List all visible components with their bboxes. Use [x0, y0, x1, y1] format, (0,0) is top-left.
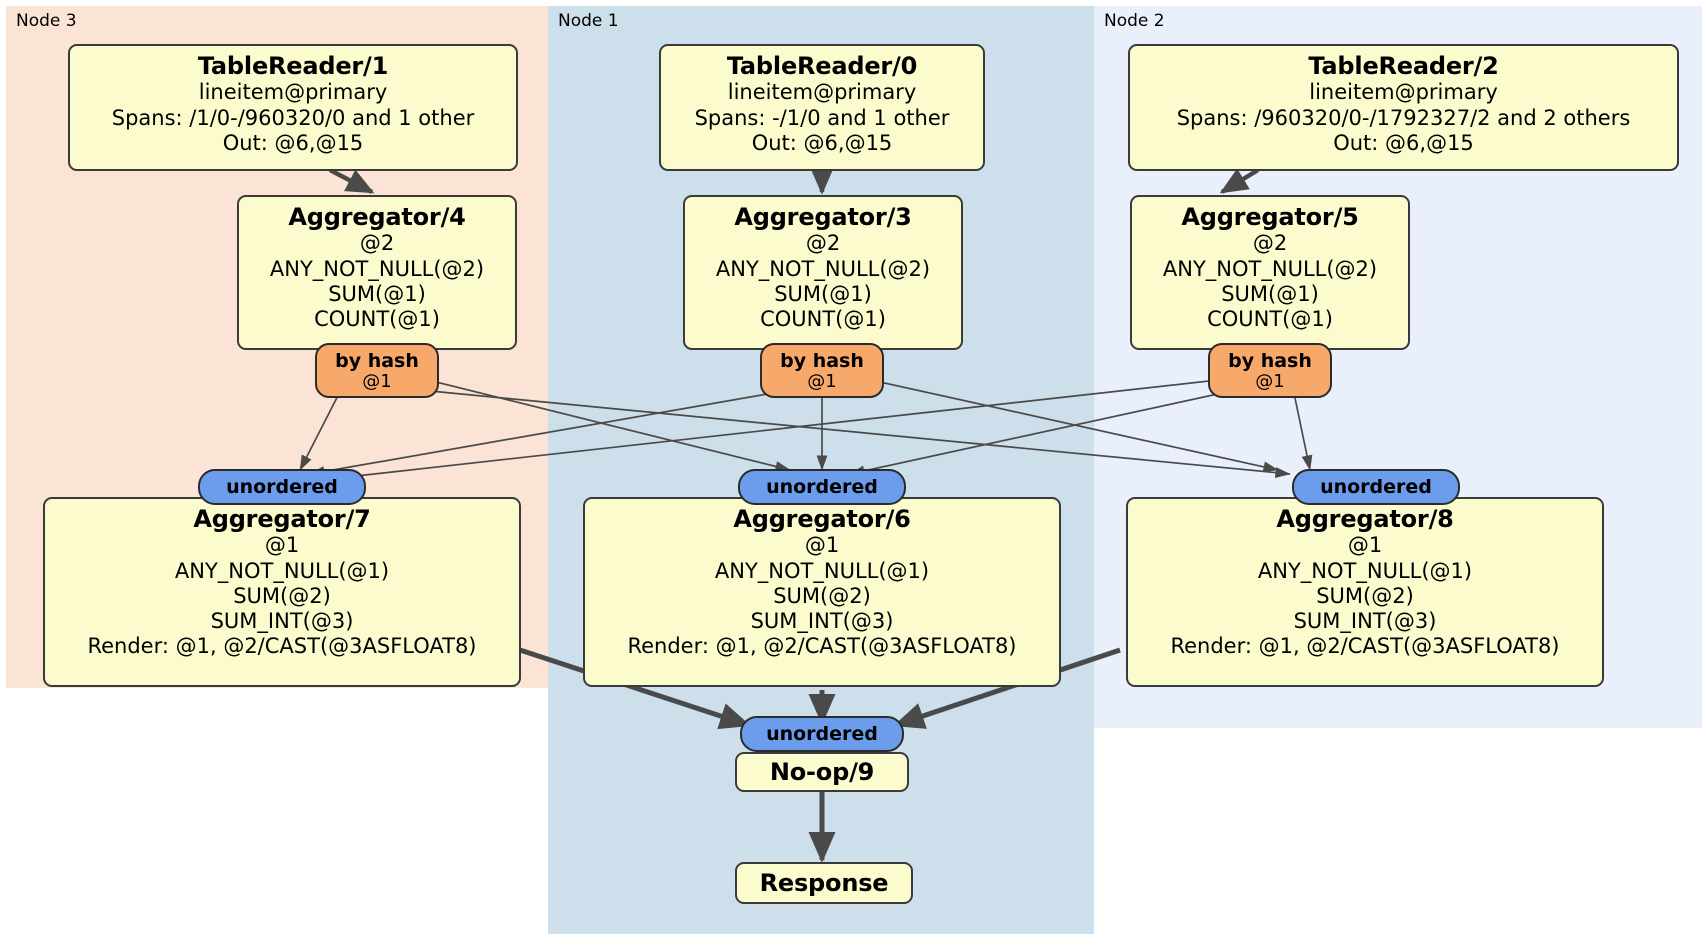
tablereader-1-line-1: Spans: /1/0-/960320/0 and 1 other: [111, 105, 475, 130]
tablereader-1-line-2: Out: @6,@15: [222, 130, 364, 155]
router-unordered-final[interactable]: unordered: [740, 716, 904, 752]
processor-response[interactable]: Response: [735, 862, 913, 904]
edge-aggregator8-unorderedfinal: [893, 647, 1121, 729]
processor-aggregator-5[interactable]: Aggregator/5 @2 ANY_NOT_NULL(@2) SUM(@1)…: [1130, 195, 1410, 350]
aggregator-7-line-4: Render: @1, @2/CAST(@3ASFLOAT8): [87, 634, 477, 659]
tablereader-2-line-2: Out: @6,@15: [1333, 130, 1474, 155]
aggregator-8-line-2: SUM(@2): [1316, 583, 1414, 608]
processor-aggregator-6[interactable]: Aggregator/6 @1 ANY_NOT_NULL(@1) SUM(@2)…: [583, 497, 1061, 687]
router-hash-left[interactable]: by hash @1: [315, 343, 439, 398]
aggregator-5-line-0: @2: [1252, 231, 1288, 256]
tablereader-0-title: TableReader/0: [726, 52, 918, 80]
aggregator-7-line-3: SUM_INT(@3): [210, 608, 354, 633]
aggregator-6-title: Aggregator/6: [733, 505, 911, 533]
aggregator-4-line-3: COUNT(@1): [314, 306, 440, 331]
tablereader-2-title: TableReader/2: [1308, 52, 1499, 80]
router-hash-left-sub: @1: [362, 371, 392, 393]
tablereader-0-line-0: lineitem@primary: [727, 80, 917, 105]
aggregator-7-line-2: SUM(@2): [233, 583, 331, 608]
edge-hashright-unorderedcenter: [849, 389, 1237, 477]
aggregator-6-line-0: @1: [804, 533, 840, 558]
router-hash-center-sub: @1: [807, 371, 837, 393]
tablereader-1-title: TableReader/1: [197, 52, 389, 80]
panel-label-node-2: Node 2: [1104, 11, 1165, 31]
aggregator-7-line-1: ANY_NOT_NULL(@1): [174, 558, 390, 583]
aggregator-3-line-0: @2: [805, 231, 841, 256]
aggregator-4-title: Aggregator/4: [288, 203, 466, 231]
edge-aggregator7-unorderedfinal: [519, 647, 751, 730]
aggregator-5-line-1: ANY_NOT_NULL(@2): [1162, 256, 1378, 281]
processor-aggregator-4[interactable]: Aggregator/4 @2 ANY_NOT_NULL(@2) SUM(@1)…: [237, 195, 517, 350]
processor-aggregator-3[interactable]: Aggregator/3 @2 ANY_NOT_NULL(@2) SUM(@1)…: [683, 195, 963, 350]
aggregator-4-line-1: ANY_NOT_NULL(@2): [269, 256, 485, 281]
edge-hashleft-unorderedcenter: [419, 377, 791, 472]
router-unordered-left-title: unordered: [226, 475, 338, 498]
edge-tablereader1-aggregator4: [328, 168, 375, 194]
processor-tablereader-2[interactable]: TableReader/2 lineitem@primary Spans: /9…: [1128, 44, 1679, 171]
tablereader-1-line-0: lineitem@primary: [198, 80, 388, 105]
router-unordered-center-title: unordered: [766, 475, 878, 498]
aggregator-8-line-3: SUM_INT(@3): [1293, 608, 1437, 633]
processor-noop-9[interactable]: No-op/9: [735, 752, 909, 792]
router-hash-left-title: by hash: [335, 350, 419, 372]
aggregator-3-line-3: COUNT(@1): [760, 306, 886, 331]
tablereader-2-line-1: Spans: /960320/0-/1792327/2 and 2 others: [1176, 105, 1631, 130]
aggregator-6-line-1: ANY_NOT_NULL(@1): [714, 558, 930, 583]
edge-hashcenter-unorderedright: [861, 377, 1279, 473]
aggregator-8-line-4: Render: @1, @2/CAST(@3ASFLOAT8): [1170, 634, 1560, 659]
aggregator-6-line-4: Render: @1, @2/CAST(@3ASFLOAT8): [627, 634, 1017, 659]
aggregator-3-title: Aggregator/3: [734, 203, 912, 231]
router-unordered-center[interactable]: unordered: [738, 469, 906, 505]
edge-hashcenter-unorderedleft: [309, 389, 791, 477]
aggregator-4-line-2: SUM(@1): [328, 281, 426, 306]
noop-9-title: No-op/9: [769, 757, 875, 786]
aggregator-8-line-0: @1: [1347, 533, 1383, 558]
response-title: Response: [759, 868, 889, 897]
router-hash-right-title: by hash: [1228, 350, 1312, 372]
tablereader-0-line-1: Spans: -/1/0 and 1 other: [694, 105, 950, 130]
tablereader-0-line-2: Out: @6,@15: [751, 130, 893, 155]
processor-aggregator-8[interactable]: Aggregator/8 @1 ANY_NOT_NULL(@1) SUM(@2)…: [1126, 497, 1604, 687]
aggregator-6-line-3: SUM_INT(@3): [750, 608, 894, 633]
router-unordered-right[interactable]: unordered: [1292, 469, 1460, 505]
processor-tablereader-0[interactable]: TableReader/0 lineitem@primary Spans: -/…: [659, 44, 985, 171]
aggregator-4-line-0: @2: [359, 231, 395, 256]
router-unordered-left[interactable]: unordered: [198, 469, 366, 505]
aggregator-3-line-1: ANY_NOT_NULL(@2): [715, 256, 931, 281]
router-hash-center-title: by hash: [780, 350, 864, 372]
router-unordered-right-title: unordered: [1320, 475, 1432, 498]
processor-aggregator-7[interactable]: Aggregator/7 @1 ANY_NOT_NULL(@1) SUM(@2)…: [43, 497, 521, 687]
aggregator-5-title: Aggregator/5: [1181, 203, 1359, 231]
tablereader-2-line-0: lineitem@primary: [1309, 80, 1498, 105]
aggregator-5-line-2: SUM(@1): [1221, 281, 1319, 306]
router-hash-right[interactable]: by hash @1: [1208, 343, 1332, 398]
aggregator-7-title: Aggregator/7: [193, 505, 371, 533]
processor-tablereader-1[interactable]: TableReader/1 lineitem@primary Spans: /1…: [68, 44, 518, 171]
edge-hashleft-unorderedright: [419, 389, 1291, 479]
router-hash-right-sub: @1: [1255, 371, 1285, 393]
edge-tablereader2-aggregator5: [1219, 168, 1260, 194]
panel-label-node-3: Node 3: [16, 11, 77, 31]
edge-hashright-unorderedleft: [319, 377, 1237, 484]
router-hash-center[interactable]: by hash @1: [760, 343, 884, 398]
aggregator-7-line-0: @1: [264, 533, 300, 558]
aggregator-8-title: Aggregator/8: [1276, 505, 1454, 533]
aggregator-6-line-2: SUM(@2): [773, 583, 871, 608]
router-unordered-final-title: unordered: [766, 722, 878, 745]
aggregator-5-line-3: COUNT(@1): [1207, 306, 1333, 331]
aggregator-8-line-1: ANY_NOT_NULL(@1): [1257, 558, 1473, 583]
aggregator-3-line-2: SUM(@1): [774, 281, 872, 306]
panel-label-node-1: Node 1: [558, 11, 619, 31]
